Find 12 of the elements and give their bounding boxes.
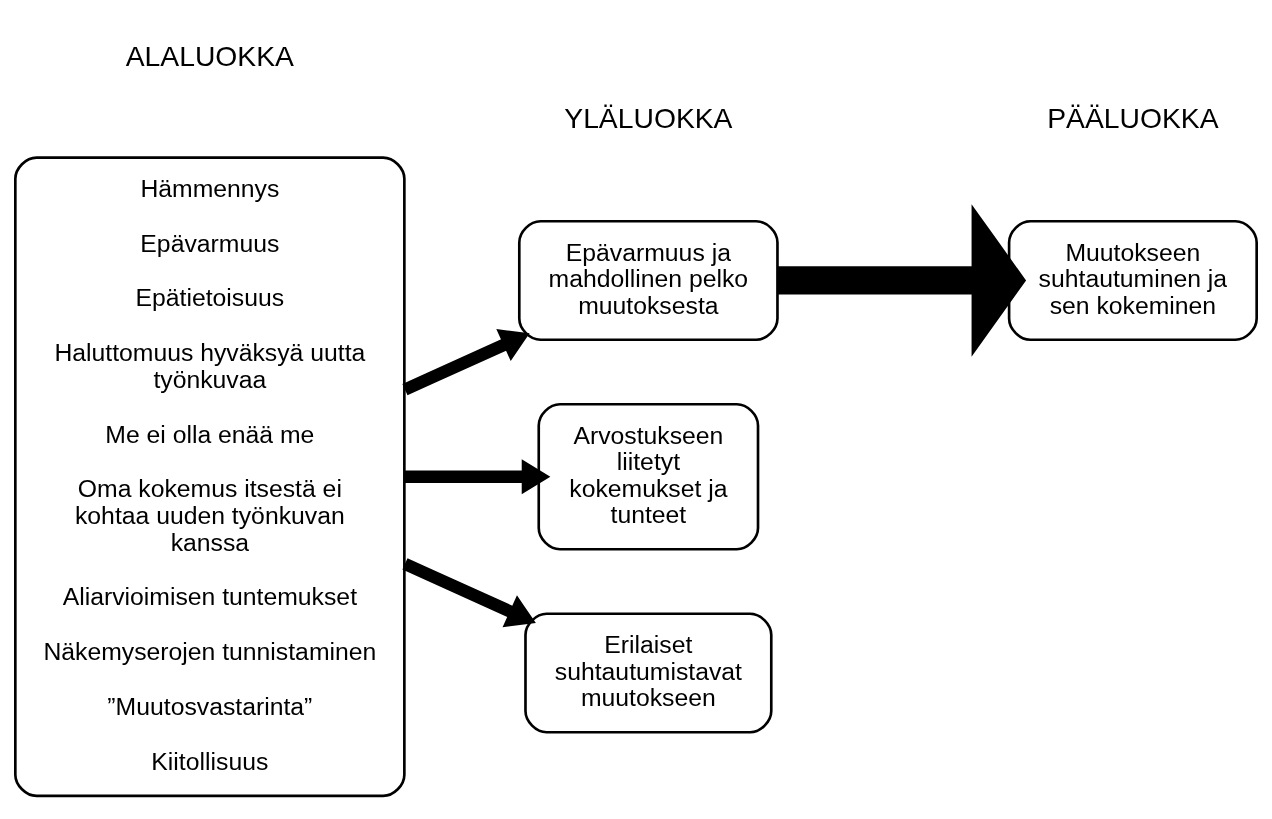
label: YLÄLUOKKA: [564, 101, 733, 134]
label: ALALUOKKA: [125, 39, 294, 72]
arrow: [402, 557, 536, 627]
arrow: [404, 458, 551, 494]
node-box: Erilaiset suhtautumistavat muutokseen: [524, 611, 773, 734]
node-box: Hämmennys Epävarmuus Epätietoisuus Haluttomuus hyväksyä uutta työnkuvaa Me ei olla enää me Oma kokemus itsestä ei kohtaa uuden työnkuvan kanssa Aliarvioimisen tuntemukset Näkemyserojen tunnistaminen ”Muutosvastarinta” Kiitollisuus: [14, 155, 406, 797]
node-box: Epävarmuus ja mahdollinen pelko muutoksesta: [517, 219, 779, 341]
arrow: [402, 328, 530, 395]
node-box: Muutokseen suhtautuminen ja sen kokeminen: [1007, 219, 1258, 341]
label: PÄÄLUOKKA: [1047, 101, 1219, 134]
node-box: Arvostukseen liitetyt kokemukset ja tunteet: [537, 402, 760, 551]
arrow: [777, 203, 1027, 357]
